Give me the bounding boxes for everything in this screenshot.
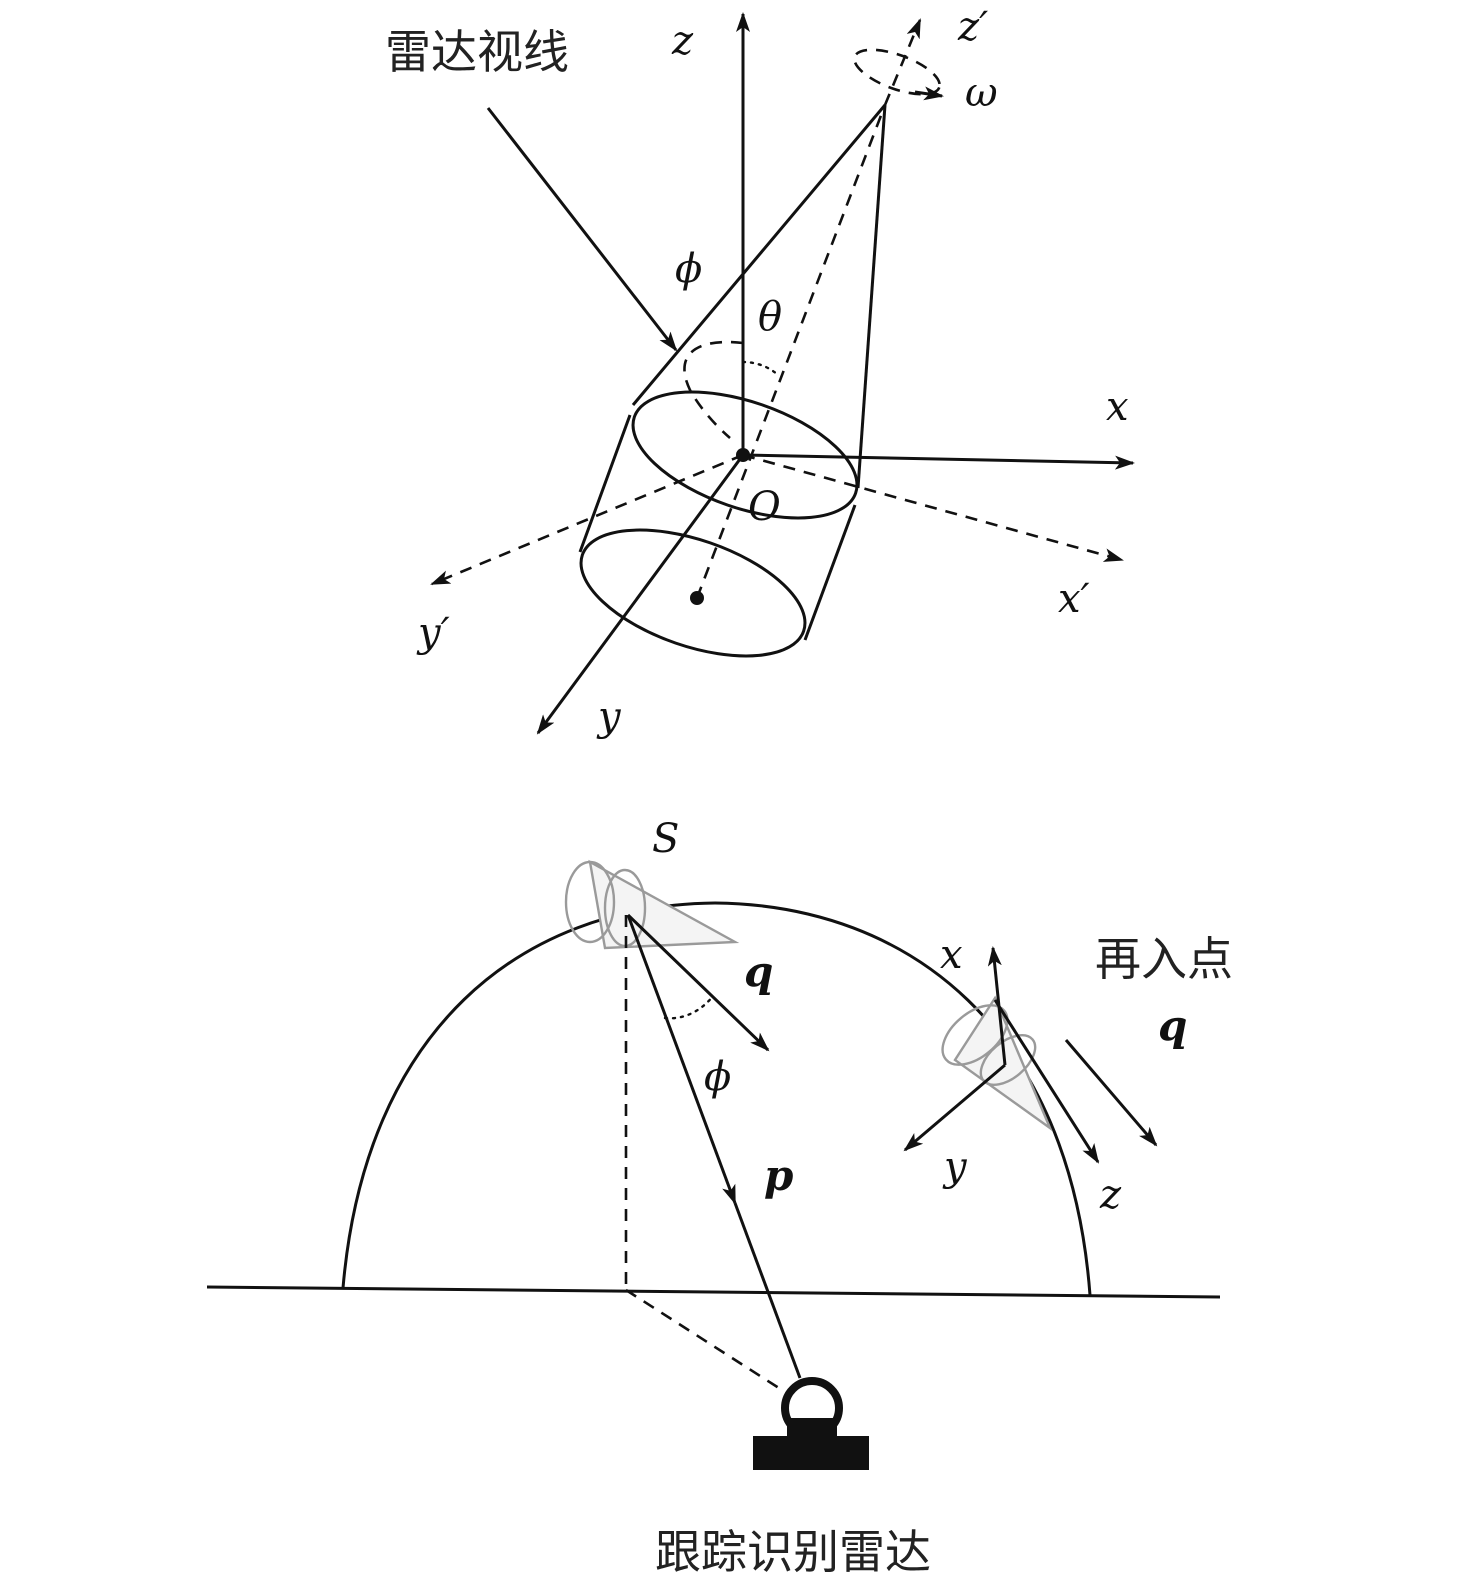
radar-los-label: 雷达视线	[385, 25, 569, 79]
ground-line	[206, 1285, 1221, 1299]
y-axis	[536, 454, 745, 735]
phi-arc-dotted	[663, 994, 715, 1020]
origin-point	[736, 448, 750, 462]
theta-label: θ	[758, 294, 782, 340]
cylinder-bottom-ellipse	[579, 528, 807, 658]
top-figure: 雷达视线 z z′ ω ϕ θ x O x′ y′ y	[385, 4, 1135, 740]
cone-right-side	[856, 104, 887, 489]
radar-los-arrow	[486, 107, 678, 352]
y-axis-label: y	[596, 694, 622, 740]
cylinder-left-side	[578, 414, 632, 553]
z-prime-label: z′	[957, 4, 988, 50]
phi-label-bottom: ϕ	[704, 1054, 731, 1100]
p-label: p	[764, 1151, 793, 1200]
vector-q	[626, 913, 770, 1052]
omega-label: ω	[965, 70, 998, 116]
x-axis-label: x	[1106, 384, 1129, 430]
body-x-label: x	[940, 932, 963, 978]
y-prime-label: y′	[416, 610, 450, 656]
z-prime-axis	[695, 104, 887, 599]
x-prime-axis	[742, 453, 1124, 562]
z-axis-label: z	[671, 18, 694, 64]
radar-label: 跟踪识别雷达	[655, 1525, 931, 1579]
body-y-label: y	[942, 1144, 968, 1190]
vector-p	[626, 914, 737, 1205]
body-center-point	[690, 591, 704, 605]
s-label: S	[652, 816, 679, 862]
body-y-axis	[903, 1063, 1006, 1152]
warhead-at-reentry	[941, 995, 1053, 1132]
p-line-to-radar	[733, 1202, 802, 1379]
x-axis	[742, 453, 1135, 470]
x-prime-label: x′	[1058, 576, 1090, 622]
cone-left-side	[631, 104, 887, 406]
y-prime-axis	[430, 453, 744, 586]
projection-to-radar-dashed	[625, 1288, 783, 1392]
cylinder-right-side	[803, 504, 857, 641]
body-z-axis	[993, 999, 1100, 1164]
vector-q-right	[1064, 1039, 1158, 1147]
radar-icon	[753, 1377, 869, 1470]
reentry-label: 再入点	[1095, 932, 1233, 986]
theta-arc-dashed	[683, 340, 744, 439]
bottom-figure: S q ϕ p x y z 再入点 q 跟踪识别雷达	[206, 816, 1233, 1579]
origin-label: O	[748, 484, 781, 530]
cylinder-top-ellipse	[631, 390, 859, 520]
phi-label: ϕ	[675, 246, 702, 292]
q-label: q	[744, 947, 773, 996]
body-z-label: z	[1099, 1172, 1122, 1218]
z-prime-axis-tip	[883, 18, 922, 106]
spin-arrow	[914, 86, 944, 101]
theta-arc-dotted	[741, 360, 780, 377]
q-right-label: q	[1158, 1001, 1187, 1050]
